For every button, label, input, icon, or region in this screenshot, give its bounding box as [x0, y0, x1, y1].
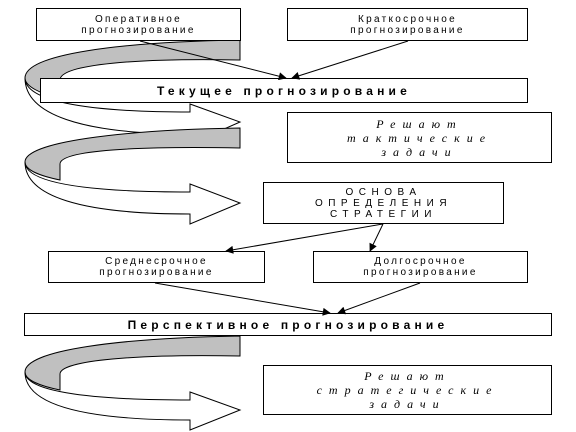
arrow-midterm-to-perspective: [154, 282, 331, 316]
perspective-label: Перспективное прогнозирование: [127, 317, 449, 332]
longterm-line-1: Долгосрочное: [374, 256, 467, 267]
midterm-line-2: прогнозирование: [99, 267, 214, 278]
strategic-line-2: стратегические: [316, 383, 499, 397]
tactical-line-1: Решают: [376, 116, 463, 131]
longterm-forecasting-box: Долгосрочное прогнозирование: [313, 251, 528, 283]
shortterm-forecasting-box: Краткосрочное прогнозирование: [287, 8, 528, 41]
shortterm-line-1: Краткосрочное: [357, 13, 458, 25]
strategy-line-2: ОПРЕДЕЛЕНИЯ: [314, 197, 453, 209]
strategy-line-3: СТРАТЕГИИ: [330, 208, 437, 220]
current-label: Текущее прогнозирование: [156, 83, 411, 98]
arrow-shortterm-to-current: [291, 40, 409, 80]
operative-line-1: Оперативное: [94, 13, 183, 25]
midterm-forecasting-box: Среднесрочное прогнозирование: [48, 251, 265, 283]
operative-line-2: прогнозирование: [81, 24, 196, 36]
operative-forecasting-box: Оперативное прогнозирование: [36, 8, 241, 41]
shortterm-line-2: прогнозирование: [350, 24, 465, 36]
strategic-line-1: Решают: [364, 369, 451, 383]
perspective-forecasting-box: Перспективное прогнозирование: [24, 313, 552, 336]
strategy-basis-box: ОСНОВА ОПРЕДЕЛЕНИЯ СТРАТЕГИИ: [263, 182, 504, 224]
midterm-line-1: Среднесрочное: [105, 256, 208, 267]
arrow-longterm-to-perspective: [337, 282, 421, 315]
strategy-line-1: ОСНОВА: [345, 186, 422, 198]
curved-arrow-2: [24, 127, 242, 225]
curved-arrow-3: [24, 335, 242, 431]
tactical-line-3: задачи: [381, 144, 458, 159]
arrow-strategy-to-longterm: [369, 223, 384, 252]
arrow-strategy-to-midterm: [225, 223, 384, 254]
strategic-line-3: задачи: [369, 397, 446, 411]
longterm-line-2: прогнозирование: [363, 267, 478, 278]
tactical-tasks-box: Решают тактические задачи: [287, 112, 552, 163]
arrow-operative-to-current: [139, 40, 287, 81]
tactical-line-2: тактические: [346, 130, 493, 145]
strategic-tasks-box: Решают стратегические задачи: [263, 365, 552, 415]
